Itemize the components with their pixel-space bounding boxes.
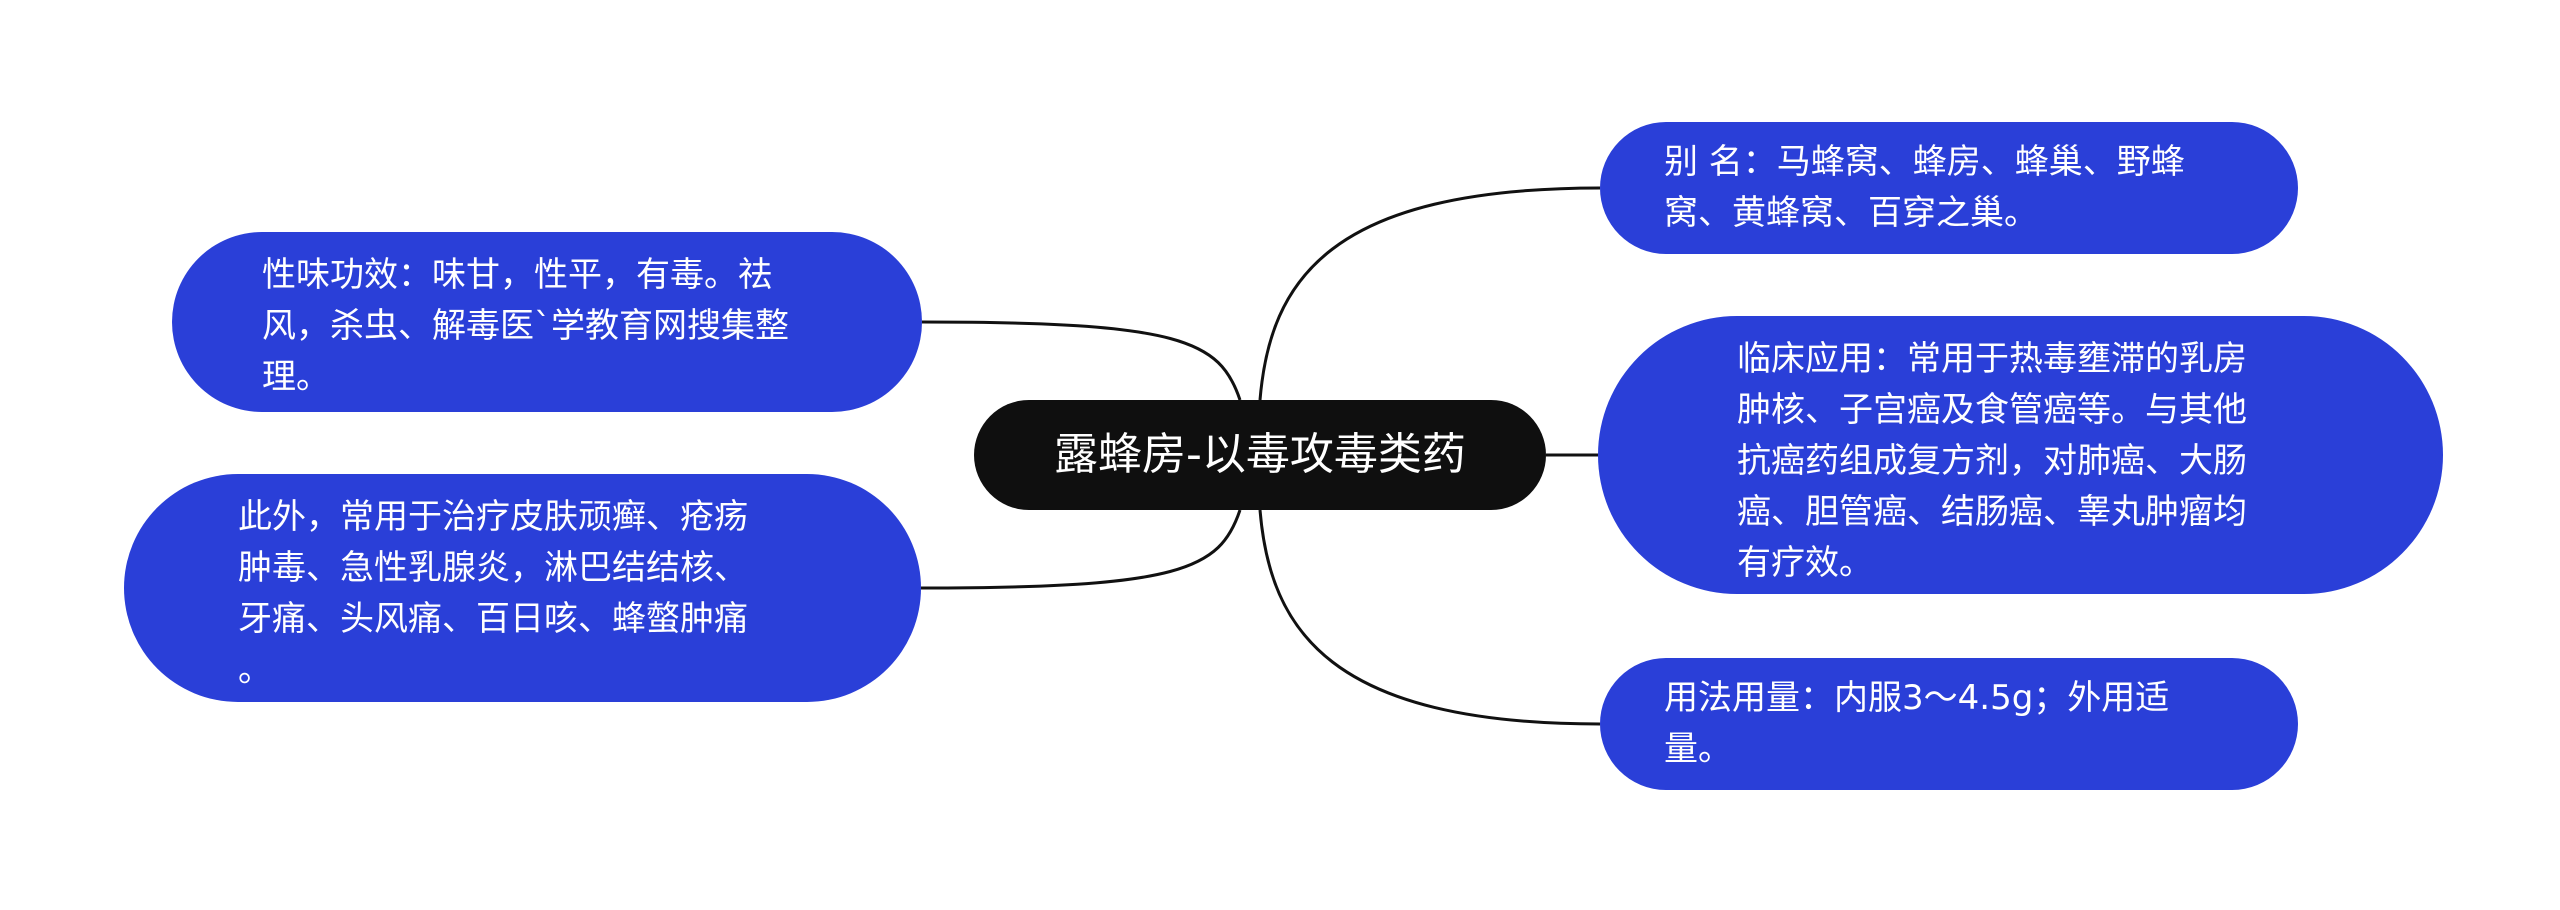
central-topic-title: 露蜂房-以毒攻毒类药 <box>1054 429 1466 480</box>
branch-node-usage-dosage[interactable]: 用法用量：内服3～4.5g；外用适 量。 <box>1600 658 2298 790</box>
node-text-line: 此外，常用于治疗皮肤顽癣、疮疡 <box>238 497 748 537</box>
node-text-line: 有疗效。 <box>1737 543 1873 583</box>
node-text-line: 风，杀虫、解毒医`学教育网搜集整 <box>262 306 789 346</box>
node-text-line: 量。 <box>1664 729 1732 769</box>
node-text-line: 理。 <box>262 357 330 397</box>
node-text-line: 临床应用：常用于热毒壅滞的乳房 <box>1737 339 2247 379</box>
connector-usage <box>1258 509 1601 726</box>
connector-other <box>920 509 1242 590</box>
node-text-line: 癌、胆管癌、结肠癌、睾丸肿瘤均 <box>1737 492 2247 532</box>
node-text-line: 别 名：马蜂窝、蜂房、蜂巢、野蜂 <box>1664 142 2185 182</box>
node-text-line: 。 <box>238 650 272 690</box>
node-text-line: 牙痛、头风痛、百日咳、蜂螫肿痛 <box>238 599 748 639</box>
branch-node-alias[interactable]: 别 名：马蜂窝、蜂房、蜂巢、野蜂 窝、黄蜂窝、百穿之巢。 <box>1600 122 2298 254</box>
node-text-line: 肿毒、急性乳腺炎，淋巴结结核、 <box>238 548 748 588</box>
connector-taste <box>921 320 1242 401</box>
branch-node-other-uses[interactable]: 此外，常用于治疗皮肤顽癣、疮疡 肿毒、急性乳腺炎，淋巴结结核、 牙痛、头风痛、百… <box>124 474 921 702</box>
node-text-line: 用法用量：内服3～4.5g；外用适 <box>1664 678 2170 718</box>
branch-node-nature-effects[interactable]: 性味功效：味甘，性平，有毒。祛 风，杀虫、解毒医`学教育网搜集整 理。 <box>172 232 922 412</box>
node-text-line: 性味功效：味甘，性平，有毒。祛 <box>262 255 772 295</box>
connector-alias <box>1258 186 1601 401</box>
node-text-line: 肿核、子宫癌及食管癌等。与其他 <box>1737 390 2247 430</box>
central-topic[interactable]: 露蜂房-以毒攻毒类药 <box>974 400 1546 510</box>
branch-node-clinical-use[interactable]: 临床应用：常用于热毒壅滞的乳房 肿核、子宫癌及食管癌等。与其他 抗癌药组成复方剂… <box>1598 316 2443 594</box>
node-text-line: 抗癌药组成复方剂，对肺癌、大肠 <box>1737 441 2247 481</box>
node-text-line: 窝、黄蜂窝、百穿之巢。 <box>1664 193 2038 233</box>
